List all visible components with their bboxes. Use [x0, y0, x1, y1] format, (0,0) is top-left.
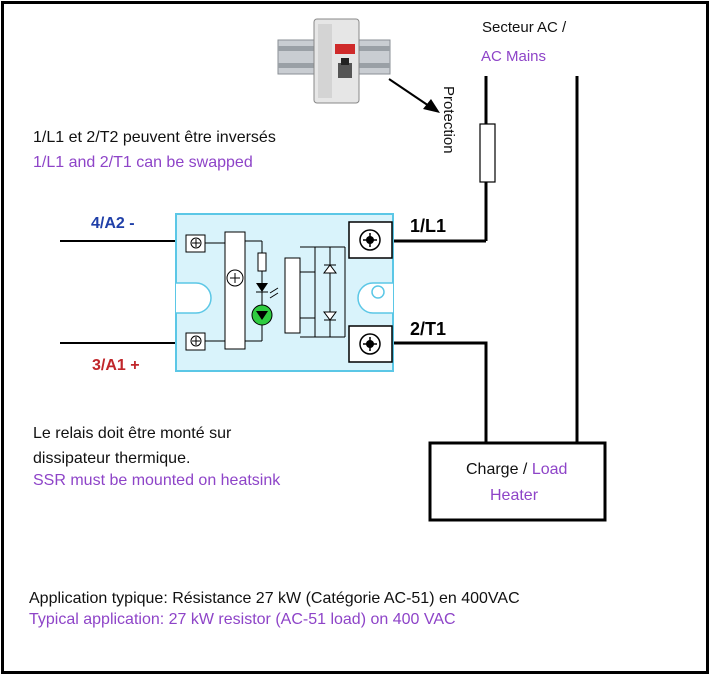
- heatsink-note-fr-1: Le relais doit être monté sur: [33, 425, 232, 442]
- application-fr: Application typique: Résistance 27 kW (C…: [29, 590, 520, 607]
- fuse-icon: [479, 123, 496, 183]
- breaker-arrow: [388, 78, 433, 109]
- terminal-l1-label: 1/L1: [410, 216, 447, 236]
- terminal-a2-label: 4/A2 -: [91, 215, 135, 232]
- load-label-line1: Charge / Load: [466, 460, 567, 479]
- application-en: Typical application: 27 kW resistor (AC-…: [29, 611, 456, 628]
- swap-note-fr: 1/L1 et 2/T2 peuvent être inversés: [33, 129, 276, 146]
- terminal-t1-label: 2/T1: [410, 319, 447, 339]
- heatsink-note-en: SSR must be mounted on heatsink: [33, 472, 281, 489]
- protection-label: Protection: [440, 86, 457, 154]
- mains-label-en: AC Mains: [481, 48, 547, 65]
- terminal-a1-label: 3/A1 +: [92, 357, 140, 374]
- load-load: Load: [531, 461, 568, 478]
- wire-t1: [392, 341, 488, 443]
- load-heater: Heater: [490, 487, 539, 504]
- heatsink-note-fr-2: dissipateur thermique.: [33, 450, 191, 467]
- mains-label-fr: Secteur AC /: [482, 19, 567, 36]
- circuit-breaker-icon: [277, 18, 391, 104]
- solid-state-relay-icon: [175, 213, 394, 372]
- load-charge: Charge /: [466, 461, 528, 478]
- load-box: [428, 441, 607, 522]
- swap-note-en: 1/L1 and 2/T1 can be swapped: [33, 154, 253, 171]
